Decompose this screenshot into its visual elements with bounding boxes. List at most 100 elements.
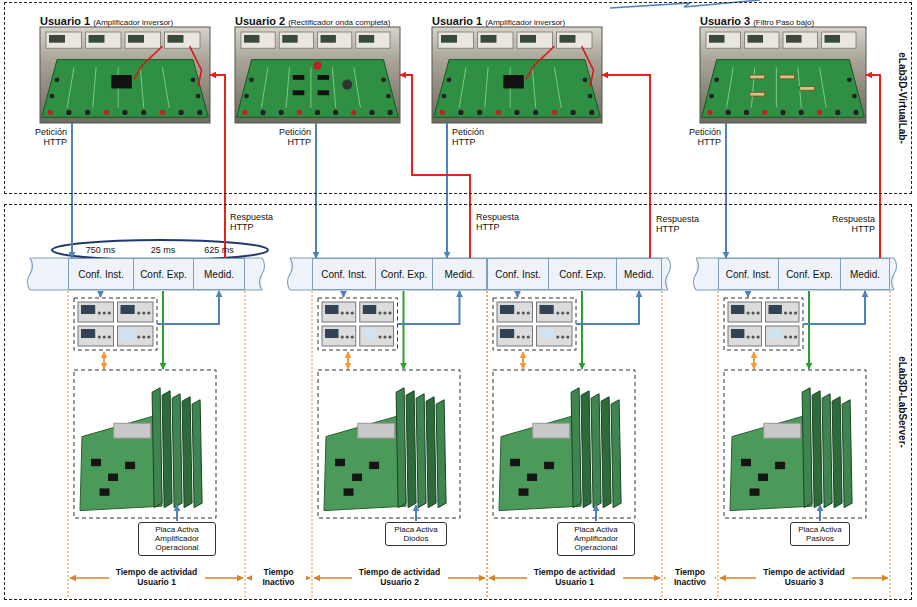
chip xyxy=(544,462,554,469)
connection-arrow xyxy=(522,352,524,369)
instrument xyxy=(537,326,573,346)
board-frame xyxy=(724,370,866,518)
instrument-display xyxy=(359,35,374,43)
experiment-name: (Rectificador onda completa) xyxy=(288,18,390,27)
instrument-display xyxy=(441,35,457,43)
instrument-display xyxy=(363,329,377,338)
banana-jack xyxy=(48,110,53,115)
edge-label: Respuesta HTTP xyxy=(826,214,876,235)
instrument-knob xyxy=(522,335,525,338)
idle-time-label: Tiempo Inactivo xyxy=(252,568,306,588)
phase-name: Medid. xyxy=(444,269,474,280)
instrument-knob xyxy=(388,311,391,314)
instrument-display xyxy=(540,329,554,338)
phase-cell: Medid. xyxy=(840,258,890,290)
pcb-trace xyxy=(162,67,169,107)
banana-jack xyxy=(709,94,714,99)
user-panel: Usuario 1(Amplificador inversor) xyxy=(40,12,210,123)
phase-boundary xyxy=(717,291,718,598)
instrument xyxy=(78,302,114,322)
ribbon-cable xyxy=(358,423,395,438)
pcb-trace xyxy=(532,67,535,107)
banana-jack xyxy=(141,110,146,115)
instrument-display xyxy=(786,35,802,43)
decor-stroke xyxy=(610,0,760,8)
expansion-card xyxy=(426,397,436,508)
board-name: Placa Activa Amplificador Operacional xyxy=(142,525,212,553)
instrument-frame xyxy=(318,298,398,350)
instrument xyxy=(728,302,762,322)
banana-jack xyxy=(244,94,249,99)
instrument-knob xyxy=(147,311,150,314)
instrument xyxy=(537,302,573,322)
instrument-knob xyxy=(517,335,520,338)
instrument-knob xyxy=(522,311,525,314)
phase-name: Conf. Exp. xyxy=(786,269,833,280)
ribbon-cable xyxy=(114,423,151,438)
hardware-board xyxy=(318,370,460,518)
instrument-knob xyxy=(351,335,354,338)
phase-name: Conf. Inst. xyxy=(726,269,772,280)
banana-jack xyxy=(835,110,840,115)
instrument xyxy=(118,302,154,322)
phase-name: Conf. Inst. xyxy=(495,269,541,280)
bench-instrument xyxy=(517,32,553,48)
instrument-display xyxy=(748,35,764,43)
pcb-trace xyxy=(751,67,754,107)
main-pcb xyxy=(730,414,812,510)
ribbon-cable xyxy=(764,423,801,438)
board-label: Placa Activa Amplificador Operacional xyxy=(138,522,216,556)
instrument-group xyxy=(74,298,157,350)
pcb-trace xyxy=(332,67,335,107)
phase-cell: Conf. Exp. xyxy=(548,258,617,290)
banana-jack xyxy=(381,77,386,82)
instrument-knob xyxy=(142,335,145,338)
active-board-arrow xyxy=(819,505,821,521)
instrument-group xyxy=(493,298,576,350)
instrument-display xyxy=(244,35,259,43)
config-arrow xyxy=(100,291,102,297)
probe-wire xyxy=(526,46,555,80)
edge-label: Petición HTTP xyxy=(262,127,312,148)
phase-boundary xyxy=(486,291,487,598)
instrument-knob xyxy=(147,335,150,338)
expansion-card xyxy=(591,394,601,508)
bench-instrument xyxy=(356,32,390,48)
banana-jack xyxy=(191,77,196,82)
http-request-arrow xyxy=(315,123,317,258)
main-pcb xyxy=(80,414,162,510)
duration-label: 625 ms xyxy=(204,245,234,256)
chip xyxy=(750,488,760,495)
switch xyxy=(314,61,322,69)
phase-name: Medid. xyxy=(624,269,654,280)
instrument-display xyxy=(769,329,782,338)
user-name: Usuario 2 xyxy=(235,15,285,27)
active-board-arrow xyxy=(595,505,597,521)
instrument xyxy=(497,302,533,322)
instrument-knob xyxy=(784,335,787,338)
instrument-knob xyxy=(378,311,381,314)
instrument xyxy=(118,326,154,346)
opamp-chip xyxy=(111,75,131,88)
timeline-break xyxy=(666,258,671,290)
instrument-display xyxy=(363,305,377,314)
pcb-trace xyxy=(554,67,561,107)
active-board-arrow xyxy=(415,505,417,521)
chip xyxy=(100,488,110,495)
banana-jack xyxy=(242,110,247,115)
region-title: eLab3D-LabServer- xyxy=(896,356,908,448)
expansion-card xyxy=(436,400,446,508)
config-arrow xyxy=(747,291,749,297)
instrument-knob xyxy=(388,335,391,338)
expansion-card xyxy=(601,397,611,508)
board-name: Placa Activa Amplificador Operacional xyxy=(561,525,631,553)
banana-jack xyxy=(66,110,71,115)
instrument-frame xyxy=(493,298,576,350)
probe-wire xyxy=(582,46,594,86)
chip xyxy=(519,488,529,495)
instrument-knob xyxy=(556,311,559,314)
hardware-board xyxy=(724,370,866,518)
activity-time-label: Tiempo de actividad Usuario 3 xyxy=(756,568,852,588)
instrument-display xyxy=(168,35,184,43)
instrument-knob xyxy=(794,335,797,338)
